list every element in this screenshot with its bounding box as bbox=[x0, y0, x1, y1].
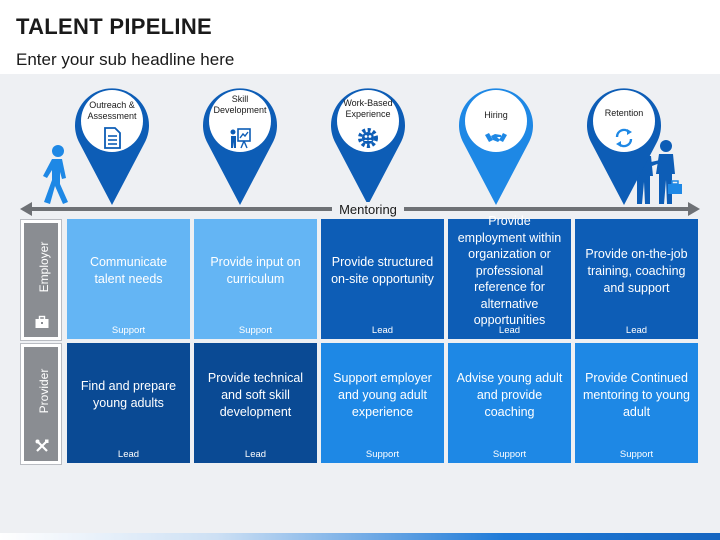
page-title: TALENT PIPELINE bbox=[16, 14, 212, 39]
provider-cell-1: Find and prepare young adults Lead bbox=[67, 343, 190, 463]
row-label-stripe: Provider bbox=[24, 347, 58, 461]
pin-work-based-experience: Work-Based Experience bbox=[328, 78, 408, 206]
cell-text: Advise young adult and provide coaching bbox=[456, 370, 563, 419]
mentoring-label: Mentoring bbox=[332, 202, 404, 217]
cell-text: Support employer and young adult experie… bbox=[333, 370, 432, 419]
cell-role: Support bbox=[492, 449, 527, 460]
employer-cell-1: Communicate talent needs Support bbox=[67, 219, 190, 339]
pin-hiring: Hiring bbox=[456, 78, 536, 206]
provider-cell-3: Support employer and young adult experie… bbox=[321, 343, 444, 463]
handshake-icon bbox=[485, 133, 507, 142]
pin-skill-development: Skill Development bbox=[200, 78, 280, 206]
cell-role: Support bbox=[619, 449, 654, 460]
pin-outreach-assessment: Outreach & Assessment bbox=[72, 78, 152, 206]
decorative-gradient-bar bbox=[0, 533, 720, 540]
cell-role: Lead bbox=[371, 325, 394, 336]
pin-retention: Retention bbox=[584, 78, 664, 206]
row-label-employer: Employer bbox=[20, 219, 62, 341]
cell-text: Provide technical and soft skill develop… bbox=[207, 370, 304, 419]
row-label-provider: Provider bbox=[20, 343, 62, 465]
document-icon bbox=[104, 127, 121, 149]
pin-label: Hiring bbox=[484, 110, 508, 120]
cell-text: Provide employment within organization o… bbox=[457, 214, 562, 328]
map-pin-shape bbox=[75, 88, 149, 205]
cell-role: Support bbox=[365, 449, 400, 460]
row-label-text: Employer bbox=[37, 241, 51, 293]
provider-cell-2: Provide technical and soft skill develop… bbox=[194, 343, 317, 463]
employer-cell-2: Provide input on curriculum Support bbox=[194, 219, 317, 339]
cell-text: Provide on-the-job training, coaching an… bbox=[585, 246, 688, 295]
map-pin-shape bbox=[203, 88, 277, 205]
refresh-icon bbox=[615, 128, 633, 148]
map-pin-shape bbox=[459, 88, 533, 205]
employer-cell-5: Provide on-the-job training, coaching an… bbox=[575, 219, 698, 339]
row-label-text: Provider bbox=[37, 368, 51, 414]
walking-person-icon bbox=[43, 145, 68, 204]
cell-role: Lead bbox=[498, 325, 521, 336]
pin-label: Retention bbox=[604, 108, 644, 118]
cell-text: Provide structured on-site opportunity bbox=[331, 255, 434, 286]
presenter-icon bbox=[230, 128, 251, 149]
gear-people-icon bbox=[358, 128, 378, 148]
row-label-stripe: Employer bbox=[24, 223, 58, 337]
cell-text: Communicate talent needs bbox=[89, 255, 168, 286]
cell-text: Provide Continued mentoring to young adu… bbox=[582, 370, 690, 419]
cell-text: Find and prepare young adults bbox=[80, 379, 177, 410]
cell-role: Support bbox=[238, 325, 273, 336]
employer-cell-3: Provide structured on-site opportunity L… bbox=[321, 219, 444, 339]
page-subtitle: Enter your sub headline here bbox=[16, 50, 235, 69]
pin-label: Skill Development bbox=[213, 94, 267, 115]
cell-role: Lead bbox=[117, 449, 140, 460]
cell-role: Support bbox=[111, 325, 146, 336]
provider-cell-4: Advise young adult and provide coaching … bbox=[448, 343, 571, 463]
cell-role: Lead bbox=[244, 449, 267, 460]
provider-cell-5: Provide Continued mentoring to young adu… bbox=[575, 343, 698, 463]
cell-role: Lead bbox=[625, 325, 648, 336]
pin-label: Work-Based Experience bbox=[343, 98, 393, 119]
tools-icon bbox=[35, 439, 49, 452]
pin-label: Outreach & Assessment bbox=[87, 100, 137, 121]
cell-text: Provide input on curriculum bbox=[210, 255, 301, 286]
employer-cell-4: Provide employment within organization o… bbox=[448, 214, 571, 339]
briefcase-icon bbox=[35, 315, 49, 328]
